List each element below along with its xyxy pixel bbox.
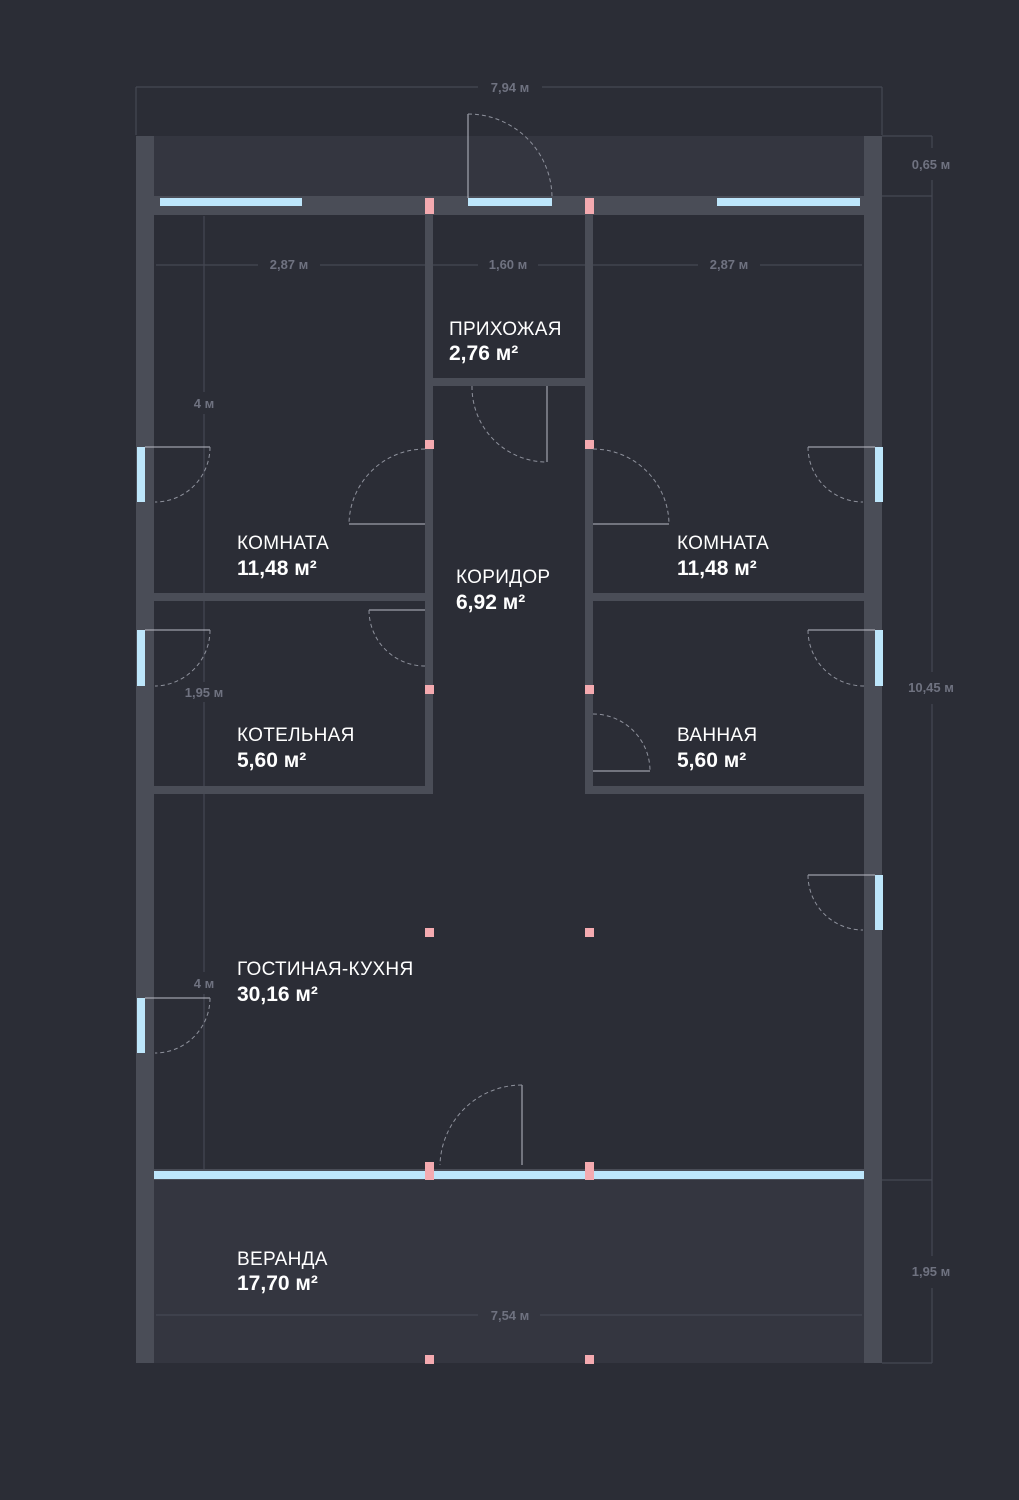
- veranda-name: ВЕРАНДА: [237, 1249, 328, 1270]
- dim-porch-depth: 0,65 м: [912, 157, 951, 172]
- boiler-door: [368, 609, 426, 667]
- dim-living-depth: 4 м: [194, 976, 214, 991]
- room-left-name: КОМНАТА: [237, 533, 329, 554]
- window-swing-left-2: [145, 629, 211, 687]
- dim-veranda-width: 7,54 м: [491, 1308, 530, 1323]
- living-door: [439, 1084, 523, 1166]
- room-left-door: [348, 448, 426, 525]
- hall-name: ПРИХОЖАЯ: [449, 319, 562, 340]
- dim-room-left-width: 2,87 м: [270, 257, 309, 272]
- veranda-area: 17,70 м²: [237, 1272, 318, 1295]
- room-left-area: 11,48 м²: [237, 557, 317, 580]
- corridor-door: [471, 385, 548, 463]
- dim-room-right-width: 2,87 м: [710, 257, 749, 272]
- columns: [425, 198, 594, 1364]
- corridor-name: КОРИДОР: [456, 567, 550, 588]
- entrance-door: [467, 113, 553, 199]
- windows: [137, 198, 883, 1179]
- dim-total-width: 7,94 м: [491, 80, 530, 95]
- window-swing-left-1: [145, 446, 211, 503]
- dim-room-left-depth: 4 м: [194, 396, 214, 411]
- dimension-lines: [135, 86, 933, 1364]
- window-swing-right-1: [807, 446, 875, 503]
- room-right-area: 11,48 м²: [677, 557, 757, 580]
- dim-boiler-depth: 1,95 м: [185, 685, 224, 700]
- living-name: ГОСТИНАЯ-КУХНЯ: [237, 959, 413, 980]
- porch-slab: [154, 136, 864, 198]
- window-swing-left-3: [145, 997, 211, 1054]
- boiler-area: 5,60 м²: [237, 749, 306, 772]
- living-area: 30,16 м²: [237, 983, 318, 1006]
- doors: [145, 113, 875, 1166]
- corridor-area: 6,92 м²: [456, 591, 525, 614]
- room-right-door: [592, 448, 670, 525]
- veranda-slab: [154, 1180, 864, 1363]
- bath-door: [592, 713, 651, 772]
- dim-hall-width: 1,60 м: [489, 257, 528, 272]
- window-swing-right-2: [807, 629, 875, 687]
- hall-area: 2,76 м²: [449, 342, 518, 365]
- boiler-name: КОТЕЛЬНАЯ: [237, 725, 355, 746]
- window-swing-right-3: [807, 874, 875, 931]
- room-right-name: КОМНАТА: [677, 533, 769, 554]
- dim-veranda-depth: 1,95 м: [912, 1264, 951, 1279]
- bath-area: 5,60 м²: [677, 749, 746, 772]
- bath-name: ВАННАЯ: [677, 725, 757, 746]
- dim-house-depth: 10,45 м: [908, 680, 954, 695]
